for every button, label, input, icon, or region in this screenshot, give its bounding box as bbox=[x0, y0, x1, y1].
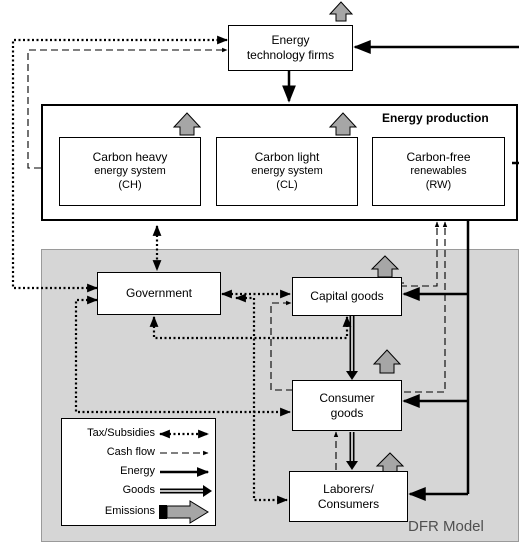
tax-gov-to-laborers bbox=[234, 293, 289, 505]
laborers-line2: Consumers bbox=[317, 496, 380, 511]
energy-tech-line1: Energy bbox=[271, 33, 310, 47]
rw-line2: renewables bbox=[410, 165, 467, 178]
legend-row-tax: Tax/Subsidies bbox=[62, 425, 217, 442]
emissions-icon-capital bbox=[370, 255, 400, 278]
rw-line1: Carbon-free bbox=[406, 150, 471, 165]
laborers-line1: Laborers/ bbox=[323, 481, 374, 496]
cash-consumer-to-rw bbox=[404, 221, 448, 393]
energy-technology-firms-node: Energy technology firms bbox=[228, 25, 353, 71]
cash-consumer-to-capital bbox=[270, 300, 293, 391]
carbon-free-renewables-node: Carbon-free renewables (RW) bbox=[372, 137, 505, 206]
legend-row-cash: Cash flow bbox=[62, 444, 217, 461]
cl-line3: (CL) bbox=[276, 179, 298, 191]
legend-row-energy: Energy bbox=[62, 463, 217, 480]
capital-goods-label: Capital goods bbox=[310, 289, 384, 303]
tax-gov-to-capital-lower bbox=[149, 315, 352, 340]
consumer-goods-line1: Consumer bbox=[319, 390, 375, 405]
legend-symbols bbox=[158, 429, 212, 524]
dfr-model-label: DFR Model bbox=[408, 518, 484, 535]
legend-label-tax: Tax/Subsidies bbox=[87, 427, 155, 439]
legend-row-goods: Goods bbox=[62, 482, 217, 499]
legend-symbol-emissions bbox=[159, 500, 209, 524]
cash-production-to-techfirms bbox=[27, 47, 228, 169]
emissions-icon-ch bbox=[172, 112, 202, 136]
legend-label-energy: Energy bbox=[120, 465, 155, 477]
consumer-goods-node: Consumer goods bbox=[292, 380, 402, 431]
energy-tech-line2: technology firms bbox=[246, 48, 335, 62]
carbon-heavy-node: Carbon heavy energy system (CH) bbox=[59, 137, 201, 206]
capital-goods-node: Capital goods bbox=[292, 277, 402, 316]
government-label: Government bbox=[125, 286, 193, 300]
government-node: Government bbox=[97, 272, 221, 315]
energy-production-title: Energy production bbox=[382, 111, 489, 125]
cl-line1: Carbon light bbox=[254, 150, 320, 165]
ch-line1: Carbon heavy bbox=[92, 150, 168, 165]
legend-label-cash: Cash flow bbox=[106, 446, 155, 458]
tax-gov-to-consumer bbox=[74, 295, 292, 417]
emissions-icon-cl bbox=[328, 112, 358, 136]
ch-line3: (CH) bbox=[118, 179, 142, 191]
carbon-light-node: Carbon light energy system (CL) bbox=[216, 137, 358, 206]
tax-gov-to-techfirms bbox=[11, 35, 229, 293]
cash-capital-to-rw bbox=[400, 221, 440, 287]
ch-line2: energy system bbox=[94, 165, 166, 178]
legend-label-goods: Goods bbox=[122, 484, 155, 496]
consumer-goods-line2: goods bbox=[330, 405, 364, 420]
legend: Tax/Subsidies Cash flow Energy Goods Emi… bbox=[61, 418, 216, 526]
cl-line2: energy system bbox=[251, 165, 323, 178]
legend-label-emissions: Emissions bbox=[104, 505, 155, 517]
rw-line3: (RW) bbox=[425, 179, 452, 191]
legend-row-emissions: Emissions bbox=[62, 503, 217, 520]
legend-symbol-goods bbox=[160, 485, 212, 497]
emissions-icon-consumer bbox=[372, 349, 402, 374]
laborers-consumers-node: Laborers/ Consumers bbox=[289, 471, 408, 522]
